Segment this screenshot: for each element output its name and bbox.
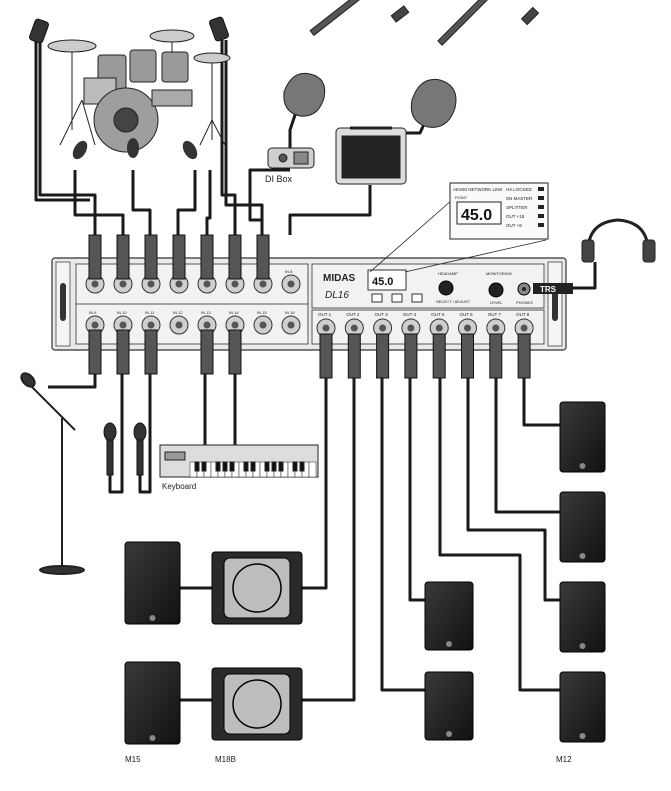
vocal-mic-stand-icon (20, 372, 85, 575)
zoom-display-value: 45.0 (461, 207, 492, 224)
status-led-label: SN MASTER (506, 196, 533, 201)
xlr-output-label: OUT 1 (318, 312, 332, 317)
xlr-plug (144, 329, 158, 375)
m12-speaker (559, 581, 606, 653)
m18b-subwoofer-upper (211, 551, 303, 625)
overhead-mic-left-icon (29, 18, 49, 44)
xlr-plug (200, 329, 214, 375)
m12-speaker (424, 581, 474, 651)
xlr-plug (200, 234, 214, 280)
xlr-plug (116, 234, 130, 280)
xlr-outputs: OUT 1 OUT 2 OUT 3 OUT 4 OUT 5 OUT 6 OUT 7 OUT 8 (316, 312, 534, 379)
status-led (538, 214, 544, 218)
select-adjust-knob[interactable] (438, 280, 454, 296)
xlr-inputs: IN 1IN 2IN 3IN 4IN 5IN 6IN 7IN 8IN 9IN 1… (85, 234, 301, 375)
bass-guitar-icon (283, 0, 410, 117)
keyboard-icon (159, 444, 319, 478)
di-box-icon (267, 147, 315, 169)
level-knob[interactable] (488, 282, 504, 298)
status-led-label: SPLITTER (506, 205, 528, 210)
xlr-plug (432, 333, 446, 379)
xlr-plug (347, 333, 361, 379)
electric-guitar-icon (410, 0, 540, 128)
speakers (124, 401, 606, 745)
xlr-plug (228, 329, 242, 375)
xlr-input-bottom-label: IN 16 (285, 310, 295, 315)
monitoring-section-label: MONITORING (486, 271, 512, 276)
zoom-readout-header: AES50 NETWORK LINK (453, 187, 503, 192)
guitar-amp-icon (335, 126, 407, 185)
di-box-label: DI Box (265, 174, 293, 184)
panel-buttons (371, 293, 423, 303)
drum-mics (72, 138, 198, 160)
xlr-input-bottom-label: IN 10 (117, 310, 127, 315)
status-led (538, 223, 544, 227)
xlr-input-bottom-label: IN 11 (145, 310, 155, 315)
m15-speaker-lower (124, 661, 181, 745)
zoom-readout-point: POINT (455, 195, 468, 200)
xlr-plug (88, 234, 102, 280)
drum-kit (47, 29, 231, 153)
brand-logo: MIDAS (323, 273, 356, 284)
m12-label: M12 (556, 755, 572, 764)
xlr-plug (517, 333, 531, 379)
level-label: LEVEL (490, 300, 503, 305)
m12-speaker (424, 671, 474, 741)
status-led-label: OUT +8 (506, 223, 522, 228)
xlr-output-label: OUT 7 (488, 312, 502, 317)
xlr-plug (88, 329, 102, 375)
xlr-input-bottom-label: IN 13 (201, 310, 211, 315)
xlr-output-label: OUT 8 (516, 312, 530, 317)
status-led (538, 205, 544, 209)
xlr-plug (376, 333, 390, 379)
xlr-plug (404, 333, 418, 379)
xlr-plug (144, 234, 158, 280)
xlr-output-label: OUT 4 (403, 312, 417, 317)
m12-speaker (559, 401, 606, 473)
phones-label: PHONES (516, 300, 533, 305)
m15-label: M15 (125, 755, 141, 764)
status-led (538, 187, 544, 191)
xlr-input-bottom-label: IN 14 (229, 310, 239, 315)
xlr-plug (489, 333, 503, 379)
xlr-input-bottom-label: IN 9 (89, 310, 97, 315)
headamp-section-label: HEADAMP (438, 271, 458, 276)
select-adjust-label: SELECT / ADJUST (436, 299, 471, 304)
xlr-input-top-label: IN 8 (285, 269, 293, 274)
handheld-mics-icon (103, 422, 147, 476)
status-led (538, 196, 544, 200)
xlr-plug (116, 329, 130, 375)
xlr-input-bottom-label: IN 15 (257, 310, 267, 315)
xlr-plug (319, 333, 333, 379)
overhead-mic-right-icon (209, 16, 229, 42)
xlr-plug (461, 333, 474, 379)
model-name: DL16 (325, 290, 349, 301)
headphones-icon (581, 218, 656, 263)
keyboard-label: Keyboard (162, 482, 196, 491)
m12-speaker (559, 491, 606, 563)
status-led-label: OUT +18 (506, 214, 525, 219)
status-led-label: HA LOCKED (506, 187, 533, 192)
xlr-output-label: OUT 5 (431, 312, 445, 317)
xlr-output-label: OUT 6 (460, 312, 474, 317)
panel-display-value: 45.0 (372, 276, 393, 288)
zoomed-display: AES50 NETWORK LINK POINT 45.0 HA LOCKED S… (449, 182, 549, 240)
m18b-subwoofer-lower (211, 667, 303, 741)
m15-speaker-upper (124, 541, 181, 625)
xlr-plug (256, 234, 270, 280)
xlr-input-bottom-label: IN 12 (173, 310, 183, 315)
dl16-stagebox: IN 1IN 2IN 3IN 4IN 5IN 6IN 7IN 8IN 9IN 1… (51, 234, 567, 379)
m12-speaker (559, 671, 606, 743)
xlr-output-label: OUT 2 (346, 312, 360, 317)
xlr-plug (228, 234, 242, 280)
xlr-plug (172, 234, 186, 280)
trs-label: TRS (540, 285, 557, 294)
m18b-label: M18B (215, 755, 236, 764)
xlr-output-label: OUT 3 (375, 312, 389, 317)
trs-plug-icon (533, 283, 573, 294)
